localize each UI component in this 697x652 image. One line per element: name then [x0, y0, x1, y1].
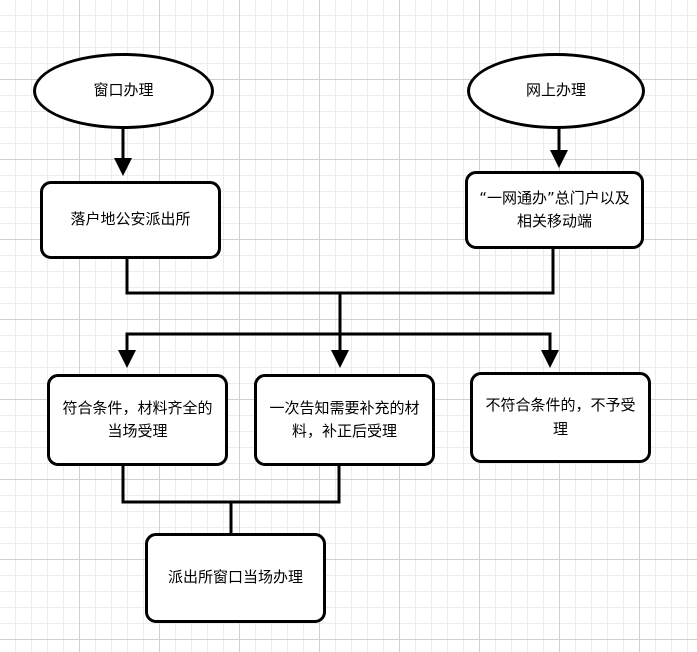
online-portal-box: “一网通办”总门户以及相关移动端 [465, 171, 644, 249]
arrowhead-to-accept [118, 350, 136, 368]
start-window-label: 窗口办理 [93, 81, 154, 100]
arrowhead-to-station [114, 158, 132, 176]
final-window-box: 派出所窗口当场办理 [145, 533, 326, 623]
reject-box: 不符合条件的，不予受理 [470, 372, 651, 463]
start-online-label: 网上办理 [525, 81, 586, 100]
final-window-label: 派出所窗口当场办理 [167, 568, 303, 587]
accept-complete-label: 符合条件，材料齐全的当场受理 [62, 398, 213, 440]
notify-supplement-label: 一次告知需要补充的材料，补正后受理 [269, 398, 420, 440]
start-window-ellipse: 窗口办理 [33, 53, 214, 129]
arrowhead-to-portal [550, 150, 568, 168]
reject-label: 不符合条件的，不予受理 [485, 396, 636, 438]
police-station-box: 落户地公安派出所 [40, 181, 221, 259]
arrowhead-to-reject [541, 350, 559, 368]
start-online-ellipse: 网上办理 [467, 53, 645, 129]
police-station-label: 落户地公安派出所 [70, 210, 191, 229]
arrowhead-to-supplement [331, 350, 349, 368]
accept-complete-box: 符合条件，材料齐全的当场受理 [47, 374, 228, 466]
online-portal-label: “一网通办”总门户以及相关移动端 [479, 188, 630, 230]
notify-supplement-box: 一次告知需要补充的材料，补正后受理 [254, 374, 435, 466]
